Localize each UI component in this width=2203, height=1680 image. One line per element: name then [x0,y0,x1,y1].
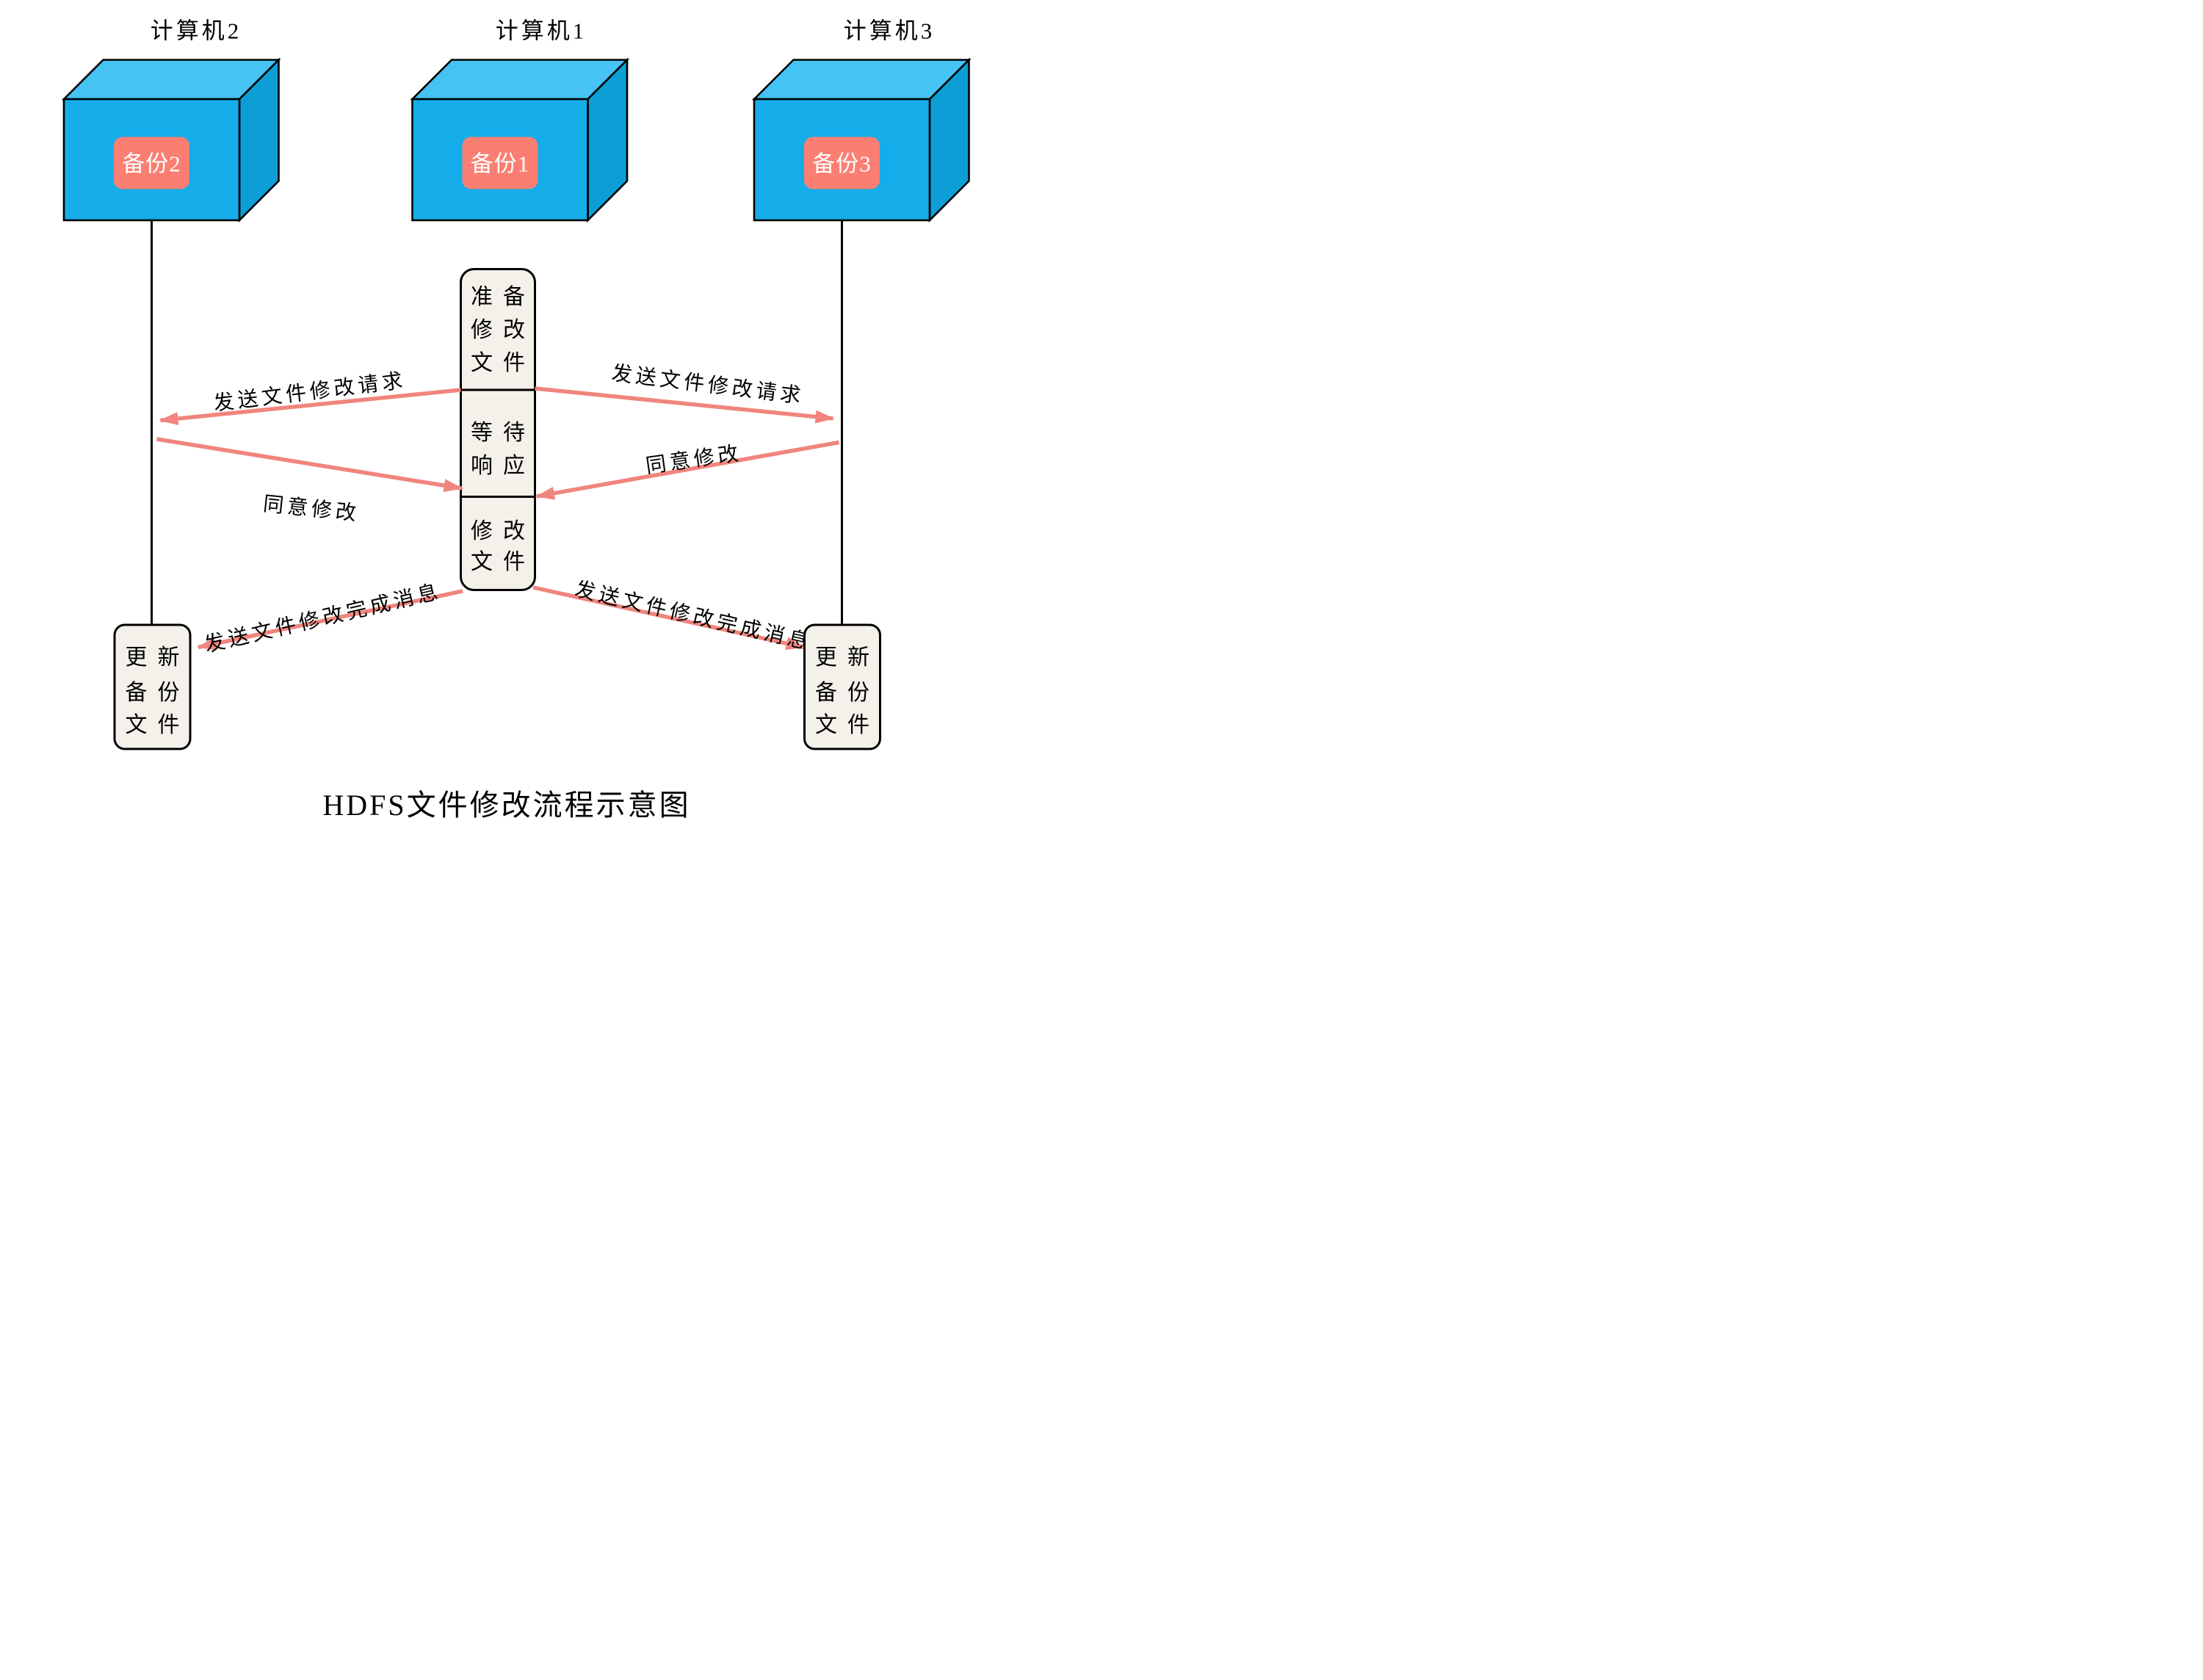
computer-2-backup-label: 备份2 [122,151,181,177]
computer-1-box [410,57,630,223]
update-left-line-2: 备份 [125,681,190,705]
step-modify-line-2: 文件 [471,550,535,574]
diagram-shapes [61,57,972,750]
computer-1-backup-label: 备份1 [470,151,530,177]
arrow-complete-right [532,585,806,651]
diagram-title: HDFS文件修改流程示意图 [322,789,691,822]
diagram-canvas: 计算机2 计算机1 计算机3 备份2 备份1 备份3 准备 修改 文件 等待 响… [0,0,1102,840]
update-left-line-1: 更新 [125,645,190,670]
computer-1-backup-chip [462,137,538,189]
process-column-frame [460,268,536,591]
arrow-request-left [159,388,461,426]
computer-2-box [61,57,281,223]
computer-3-backup-chip [804,137,880,189]
computer-3-box [751,57,972,223]
step-prepare-line-3: 文件 [471,351,535,375]
update-right-line-3: 文件 [815,713,880,737]
arrow-agree-right [535,440,839,500]
update-right-line-2: 备份 [815,681,880,705]
update-right-line-1: 更新 [815,645,880,670]
update-box-left [113,623,192,750]
arrow-complete-left [197,589,463,651]
step-wait-line-1: 等待 [471,421,535,445]
step-modify-line-1: 修改 [471,519,535,543]
update-box-right [803,623,881,750]
process-column [460,268,536,591]
arrow-agree-left [156,437,463,493]
update-left-line-3: 文件 [125,713,190,737]
step-prepare-line-1: 准备 [471,285,535,309]
step-wait-line-2: 响应 [471,454,535,478]
computer-3-title: 计算机3 [843,18,936,44]
arrow-request-right [535,386,835,424]
computer-2-backup-chip [114,137,189,189]
step-prepare-line-2: 修改 [471,318,535,342]
computer-2-title: 计算机2 [150,18,242,44]
computer-1-title: 计算机1 [495,18,587,44]
computer-3-backup-label: 备份3 [812,151,872,177]
